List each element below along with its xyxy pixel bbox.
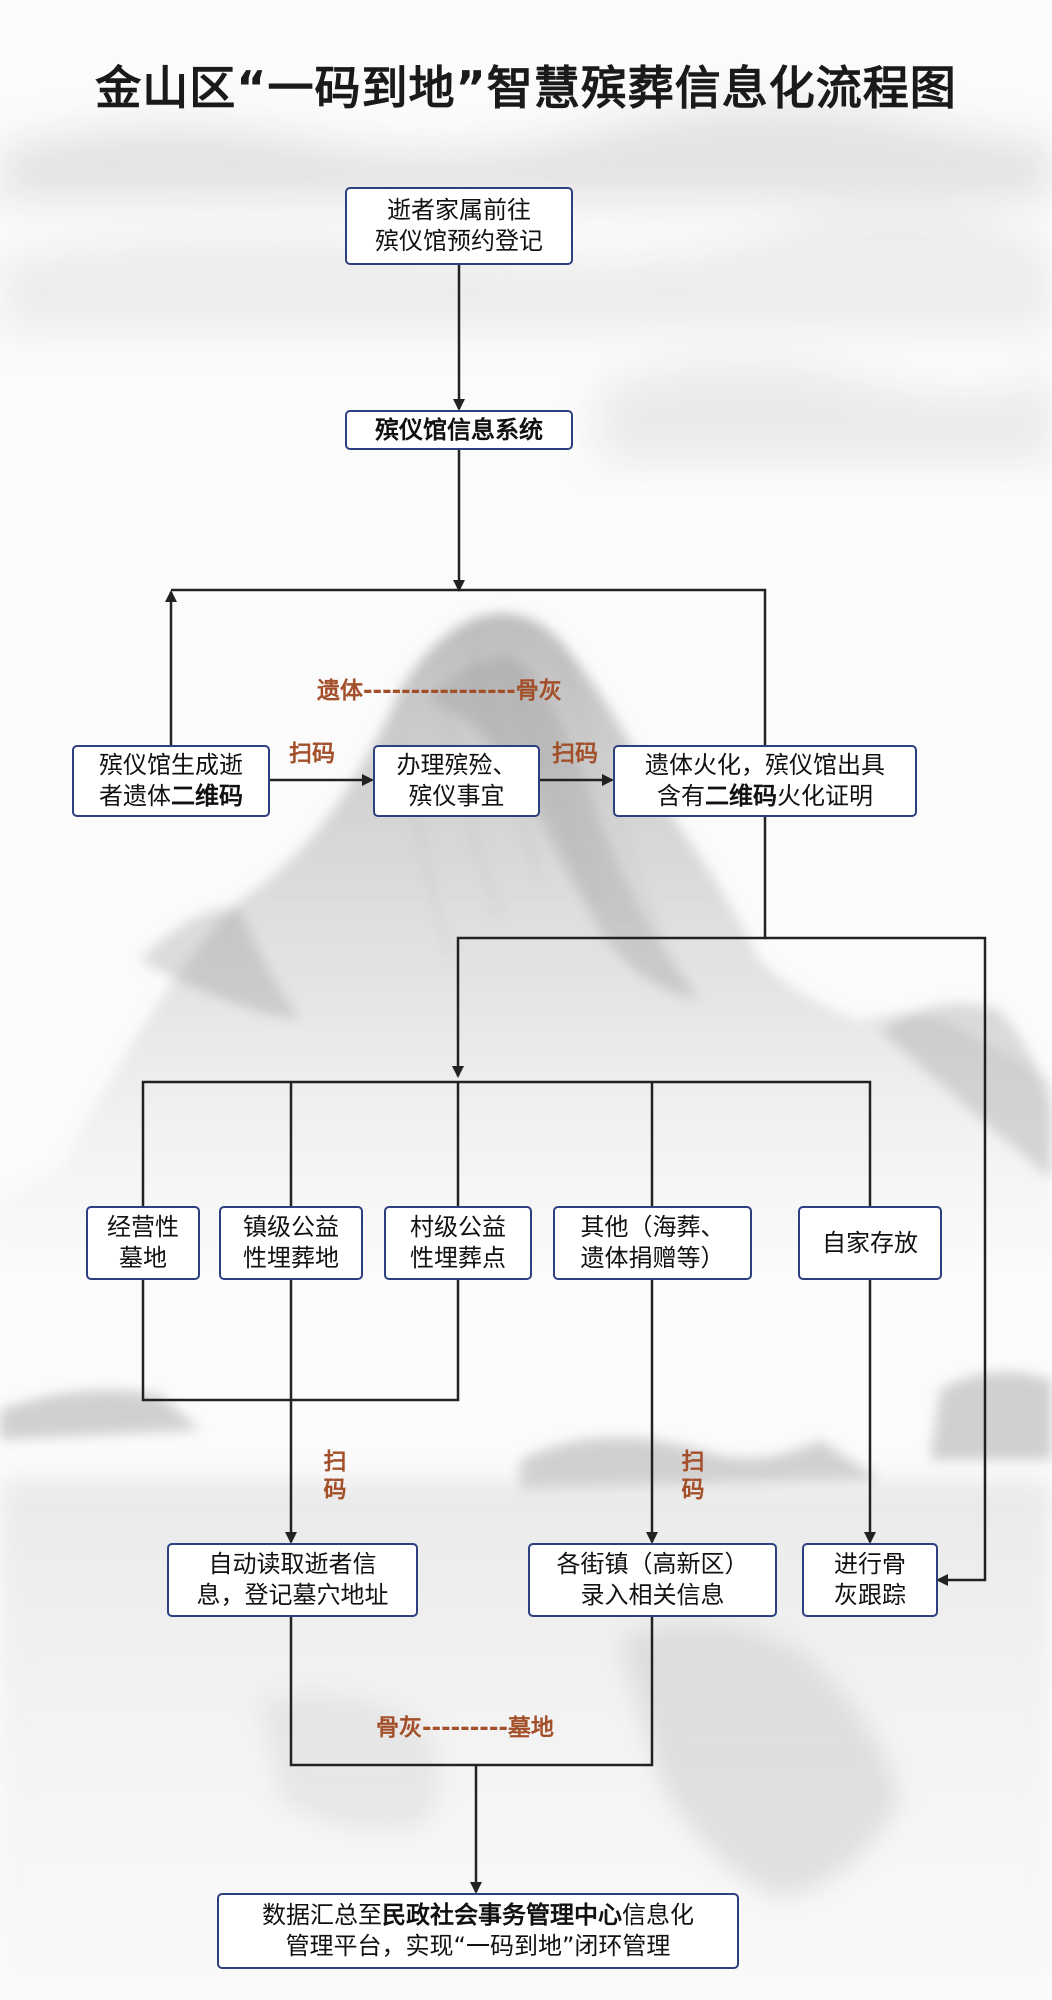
node-ash-tracking-line1: 进行骨 [834, 1550, 906, 1578]
label-scan-4-char2: 码 [681, 1477, 705, 1503]
node-appointment-line1: 逝者家属前往 [387, 196, 531, 224]
node-auto-read-line1: 自动读取逝者信 [208, 1550, 377, 1578]
node-street-entry-line1: 各街镇（高新区） [556, 1550, 749, 1578]
node-cremation-line2a: 含有 [657, 782, 705, 810]
node-qrcode-line1: 殡仪馆生成逝 [99, 751, 243, 779]
node-town-public-line2: 性埋葬地 [243, 1244, 339, 1272]
node-qrcode-line2a: 者遗体 [99, 782, 171, 810]
label-scan-4: 扫 码 [678, 1448, 708, 1504]
node-qrcode: 殡仪馆生成逝 者遗体二维码 [72, 745, 270, 817]
page-title: 金山区“一码到地”智慧殡葬信息化流程图 [95, 61, 957, 115]
node-qrcode-line2b: 二维码 [171, 782, 243, 810]
label-scan-3-char1: 扫 [323, 1449, 347, 1475]
node-village-public-line1: 村级公益 [410, 1213, 506, 1241]
label-scan-2: 扫码 [552, 741, 598, 767]
node-handling: 办理殡殓、 殡仪事宜 [373, 745, 540, 817]
node-other-line2: 遗体捐赠等） [580, 1244, 725, 1272]
node-qrcode-line2: 者遗体二维码 [99, 781, 243, 812]
node-cremation-line2: 含有二维码火化证明 [657, 781, 873, 812]
node-cremation-line1: 遗体火化，殡仪馆出具 [645, 751, 885, 779]
label-body-ash: 遗体----------------骨灰 [317, 678, 562, 704]
node-summary: 数据汇总至民政社会事务管理中心信息化 管理平台，实现“一码到地”闭环管理 [217, 1893, 739, 1969]
label-scan-4-char1: 扫 [681, 1449, 705, 1475]
node-cremation: 遗体火化，殡仪馆出具 含有二维码火化证明 [613, 745, 917, 817]
cremation-down-line [452, 815, 767, 1078]
node-handling-line2: 殡仪事宜 [408, 782, 505, 810]
label-scan-1: 扫码 [289, 741, 335, 767]
node-auto-read-line2: 息，登记墓穴地址 [196, 1581, 389, 1609]
node-auto-read: 自动读取逝者信 息，登记墓穴地址 [167, 1543, 418, 1617]
outer-right-line [765, 936, 987, 1586]
label-scan-3: 扫 码 [320, 1448, 350, 1504]
node-system-line1: 殡仪馆信息系统 [375, 415, 543, 444]
distant-hills [0, 107, 1052, 460]
node-ash-tracking: 进行骨 灰跟踪 [802, 1543, 938, 1617]
node-summary-line2: 管理平台，实现“一码到地”闭环管理 [285, 1932, 671, 1960]
node-appointment-line2: 殡仪馆预约登记 [375, 227, 543, 255]
node-cremation-line2c: 火化证明 [777, 782, 873, 810]
loop-line [171, 588, 767, 745]
node-summary-line1a: 数据汇总至 [262, 1901, 382, 1929]
commercial-village-join [141, 1280, 460, 1402]
node-cremation-line2b: 二维码 [705, 782, 777, 810]
node-other-methods: 其他（海葬、 遗体捐赠等） [553, 1206, 752, 1280]
node-summary-line1b: 民政社会事务管理中心 [382, 1901, 622, 1929]
node-home-line1: 自家存放 [822, 1228, 918, 1257]
label-scan-3-char2: 码 [323, 1477, 347, 1503]
node-commercial-cemetery: 经营性 墓地 [86, 1206, 200, 1280]
node-village-public-burial: 村级公益 性埋葬点 [384, 1206, 532, 1280]
shore-trees [0, 1372, 1052, 1490]
merge-line [289, 1617, 654, 1767]
node-summary-line1: 数据汇总至民政社会事务管理中心信息化 [262, 1900, 694, 1931]
node-other-line1: 其他（海葬、 [580, 1213, 725, 1241]
node-ash-tracking-line2: 灰跟踪 [834, 1581, 906, 1609]
node-summary-line1c: 信息化 [622, 1901, 694, 1929]
node-village-public-line2: 性埋葬点 [410, 1244, 506, 1272]
node-appointment: 逝者家属前往 殡仪馆预约登记 [345, 187, 573, 265]
node-system: 殡仪馆信息系统 [345, 410, 573, 450]
node-street-entry: 各街镇（高新区） 录入相关信息 [528, 1543, 777, 1617]
node-commercial-line2: 墓地 [119, 1244, 167, 1272]
label-ash-tomb: 骨灰---------墓地 [376, 1715, 554, 1741]
node-town-public-line1: 镇级公益 [243, 1213, 339, 1241]
node-town-public-burial: 镇级公益 性埋葬地 [219, 1206, 363, 1280]
node-commercial-line1: 经营性 [107, 1213, 179, 1241]
node-handling-line1: 办理殡殓、 [396, 751, 517, 779]
node-home-storage: 自家存放 [798, 1206, 942, 1280]
node-street-entry-line2: 录入相关信息 [580, 1581, 725, 1609]
branch-bus-line [141, 1080, 872, 1206]
